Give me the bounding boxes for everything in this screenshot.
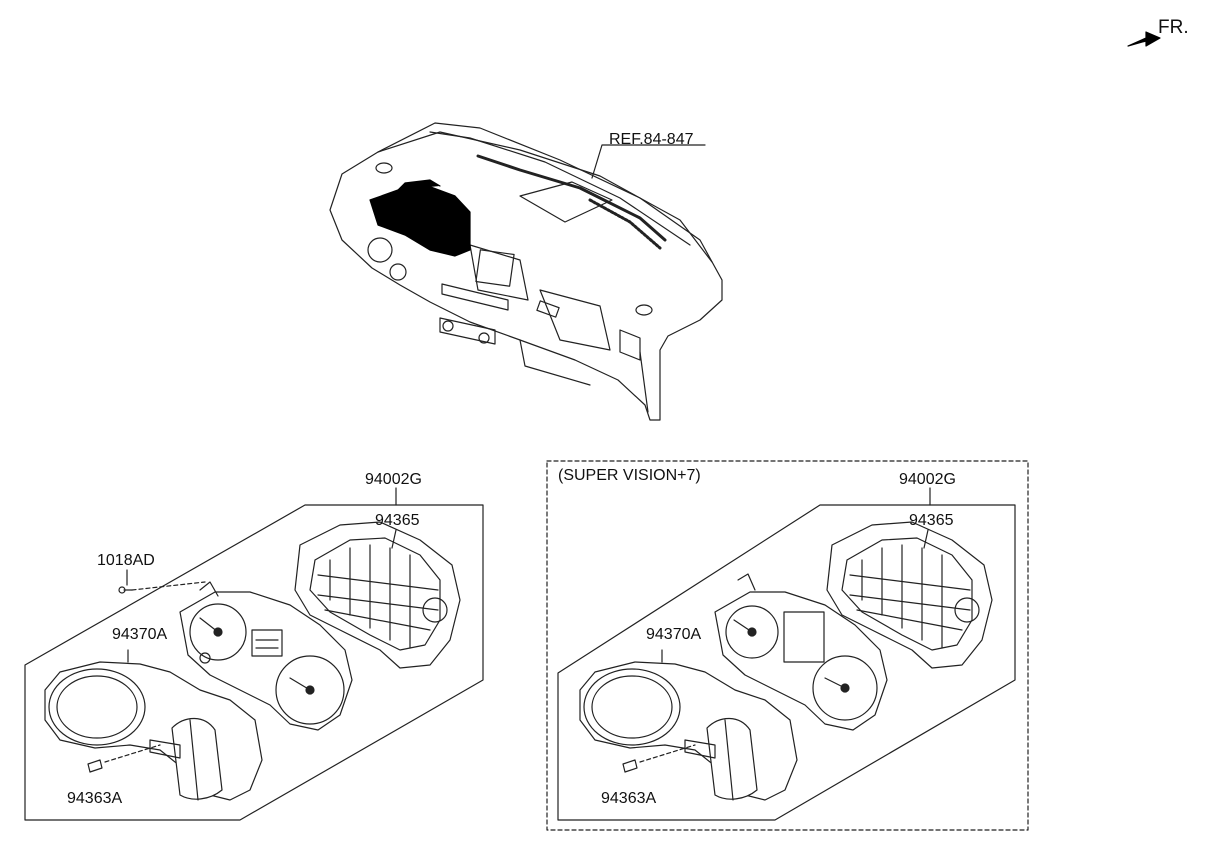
left-screw [118, 569, 206, 594]
ref-label: REF.84-847 [609, 131, 694, 148]
front-direction-arrow-icon [1127, 31, 1161, 47]
right-clip-label: 94363A [601, 790, 657, 807]
left-cover-label: 94370A [112, 626, 168, 643]
right-cluster-case [826, 521, 993, 669]
right-assembly-label: 94002G [899, 471, 956, 488]
right-case-label: 94365 [909, 512, 954, 529]
left-assembly-frame [24, 487, 484, 821]
right-cluster-cover [579, 649, 798, 801]
right-cover-label: 94370A [646, 626, 702, 643]
right-gauge-face [714, 573, 888, 731]
left-case-label: 94365 [375, 512, 420, 529]
right-assembly-frame [546, 460, 1029, 831]
left-screw-label: 1018AD [97, 552, 155, 569]
dashboard-panel [329, 122, 723, 421]
right-variant-label: (SUPER VISION+7) [558, 467, 701, 484]
left-cluster-case [294, 521, 461, 669]
left-assembly-label: 94002G [365, 471, 422, 488]
front-direction-label: FR. [1158, 17, 1189, 38]
left-gauge-face [179, 581, 353, 731]
left-clip-label: 94363A [67, 790, 123, 807]
left-cluster-cover [44, 649, 263, 801]
